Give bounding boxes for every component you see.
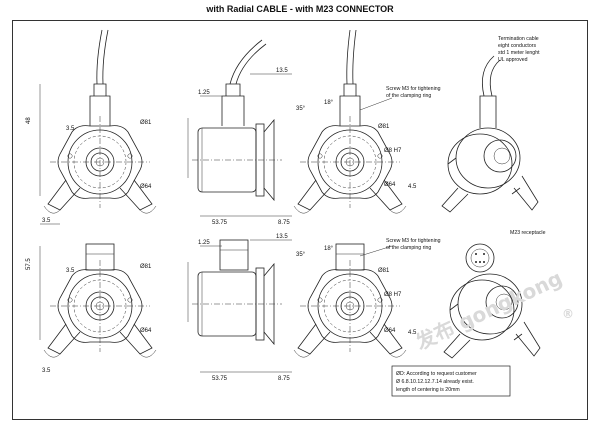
m23-front-view [43,243,157,358]
dim-8-75-b: 8.75 [278,376,290,382]
dim-d64-b: Ø64 [384,182,396,188]
note-accord-2: Ø 6.8.10.12.12.7.14 already exist. [396,379,474,385]
dim-18deg-b: 18° [324,246,334,252]
note-screw-1b: of the clamping ring [386,93,431,99]
dim-d81-b: Ø81 [378,124,390,130]
dim-d64-a: Ø64 [140,184,152,190]
dim-18deg-a: 18° [324,100,334,106]
registered-mark: ® [562,307,574,321]
dim-8-75-a: 8.75 [278,220,290,226]
dim-13-5-a: 13.5 [276,68,288,74]
m23-iso-view [443,243,541,359]
dim-d81-d: Ø81 [378,268,390,274]
dim-3-5-c: 3.5 [66,268,75,274]
m23-side-view [191,239,283,345]
dim-13-5-b: 13.5 [276,234,288,240]
note-m23-receptacle: M23 receptacle [510,230,546,236]
dim-3-5-a: 3.5 [66,126,75,132]
cable-side-view [191,39,283,201]
dim-3-5-b: 3.5 [42,218,51,224]
note-accord-3: length of centering is 20mm [396,387,460,393]
cable-front-view-2 [293,29,407,214]
dim-d8h7-b: Ø8 H7 [384,292,402,298]
dim-53-75-b: 53.75 [212,376,228,382]
dim-d81-c: Ø81 [140,264,152,270]
dim-4-5-a: 4.5 [408,184,417,190]
dim-57-5: 57.5 [26,258,32,270]
m23-front-view-2 [293,243,407,358]
dim-3-5-d: 3.5 [42,368,51,374]
drawing-frame [12,20,588,420]
dim-35deg-b: 35° [296,252,306,258]
dim-d64-c: Ø64 [140,328,152,334]
cable-front-view [43,29,157,214]
note-box [391,365,511,397]
note-screw-1a: Screw M3 for tightening [386,86,441,92]
note-termination-4: UL approved [498,57,528,63]
cable-iso-view [441,55,539,213]
dimension-lines [39,73,393,373]
dim-1-25-b: 1.25 [198,240,210,246]
dim-48: 48 [26,117,32,124]
note-screw-2a: Screw M3 for tightening [386,238,441,244]
dim-53-75-a: 53.75 [212,220,228,226]
note-accord-1: ØD: According to request customer [396,371,477,377]
drawing-title: with Radial CABLE - with M23 CONNECTOR [206,4,394,14]
note-termination-3: std 1 meter lenght [498,50,540,56]
dim-4-5-b: 4.5 [408,330,417,336]
dim-d64-d: Ø64 [384,328,396,334]
dim-d81-a: Ø81 [140,120,152,126]
watermark-text: 发布 gongkong [411,266,566,355]
note-termination-1: Termination cable [498,36,539,42]
note-screw-2b: of the clamping ring [386,245,431,251]
dim-1-25-a: 1.25 [198,90,210,96]
dim-d8h7-a: Ø8 H7 [384,148,402,154]
note-termination-2: eight conductors [498,43,536,49]
dim-35deg-a: 35° [296,106,306,112]
